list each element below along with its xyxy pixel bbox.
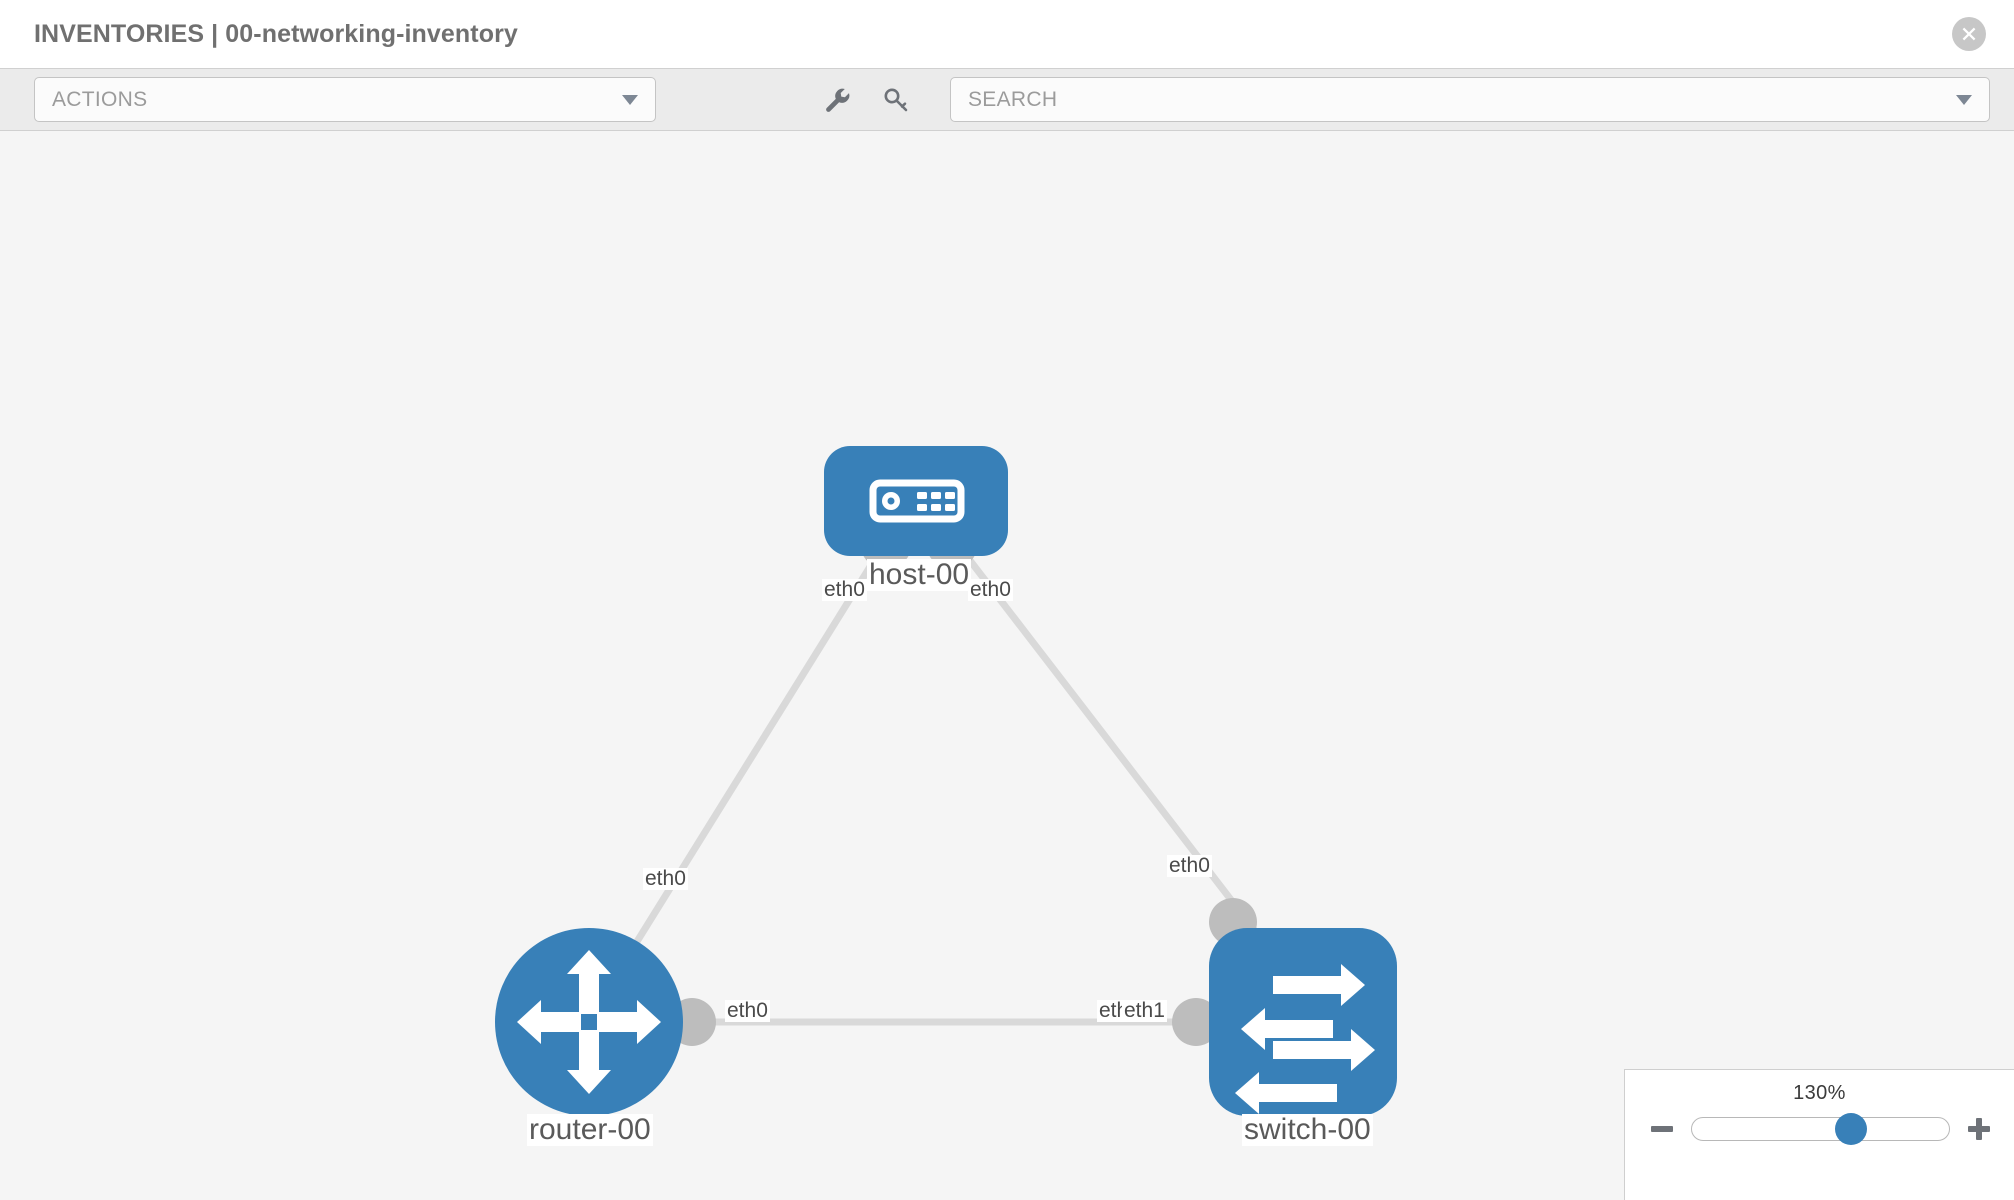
toolbar: ACTIONS SEARCH bbox=[0, 68, 2014, 131]
iface-label-switch-up: eth0 bbox=[1167, 854, 1212, 878]
nub-switch-left bbox=[1172, 998, 1220, 1046]
iface-label-host-right: eth0 bbox=[968, 578, 1013, 602]
zoom-out-button[interactable] bbox=[1649, 1116, 1675, 1142]
zoom-level-value: 130% bbox=[1793, 1082, 1846, 1104]
toolbar-icon-group bbox=[820, 83, 913, 117]
topology-connector-nubs bbox=[668, 517, 1257, 1046]
zoom-slider-thumb[interactable] bbox=[1835, 1113, 1868, 1145]
node-host-00[interactable] bbox=[824, 446, 1008, 556]
zoom-control-panel: 130% bbox=[1624, 1069, 2014, 1200]
topology-canvas[interactable]: eth0 eth0 eth0 eth0 eth0 eth0 eth1 host-… bbox=[0, 131, 2014, 1200]
topology-links bbox=[597, 538, 1258, 1026]
zoom-control-row bbox=[1625, 1113, 2014, 1145]
switch-arrows-icon bbox=[1235, 964, 1375, 1114]
node-router-00[interactable] bbox=[495, 928, 683, 1116]
switch-node-label: switch-00 bbox=[1242, 1113, 1373, 1146]
host-node-label: host-00 bbox=[867, 558, 972, 591]
iface-label-host-left: eth0 bbox=[822, 578, 867, 602]
zoom-slider[interactable] bbox=[1691, 1113, 1950, 1145]
wrench-icon[interactable] bbox=[820, 83, 854, 117]
close-icon[interactable] bbox=[1952, 17, 1986, 51]
node-switch-00[interactable] bbox=[1209, 928, 1397, 1116]
actions-dropdown[interactable]: ACTIONS bbox=[34, 77, 656, 122]
server-icon bbox=[869, 479, 965, 523]
topology-graph bbox=[495, 446, 1397, 1116]
iface-label-router-up: eth0 bbox=[643, 867, 688, 891]
iface-label-switch-left-b: eth1 bbox=[1122, 999, 1167, 1023]
key-icon[interactable] bbox=[879, 83, 913, 117]
iface-label-router-right: eth0 bbox=[725, 999, 770, 1023]
page-header: INVENTORIES | 00-networking-inventory bbox=[0, 0, 2014, 68]
link-host-router bbox=[597, 539, 889, 1003]
chevron-down-icon bbox=[622, 94, 638, 105]
actions-dropdown-value: ACTIONS bbox=[52, 87, 148, 111]
page-title: INVENTORIES | 00-networking-inventory bbox=[34, 19, 518, 48]
search-placeholder: SEARCH bbox=[968, 87, 1058, 111]
search-input[interactable]: SEARCH bbox=[950, 77, 1990, 122]
router-arrows-icon bbox=[517, 950, 661, 1094]
router-node-label: router-00 bbox=[527, 1113, 653, 1146]
zoom-in-button[interactable] bbox=[1966, 1116, 1992, 1142]
chevron-down-icon bbox=[1956, 94, 1972, 105]
